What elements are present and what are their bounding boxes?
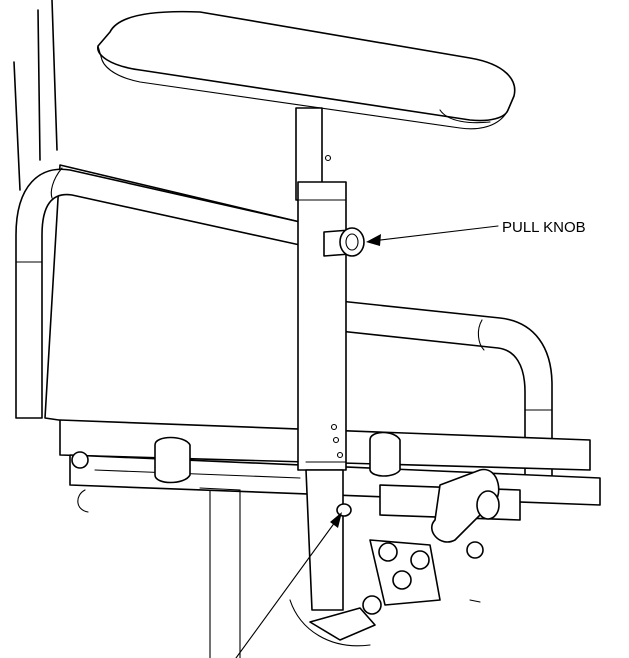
pull-knob-label: PULL KNOB — [502, 219, 586, 236]
pin-callout — [235, 512, 342, 658]
armrest-post — [295, 107, 352, 611]
armrest-pad — [97, 10, 516, 130]
pull-knob-callout: PULL KNOB — [366, 219, 586, 246]
front-arm-tube — [329, 299, 553, 481]
pull-knob — [323, 227, 365, 257]
back-frame — [13, 0, 58, 191]
brake-mechanism — [71, 431, 521, 658]
